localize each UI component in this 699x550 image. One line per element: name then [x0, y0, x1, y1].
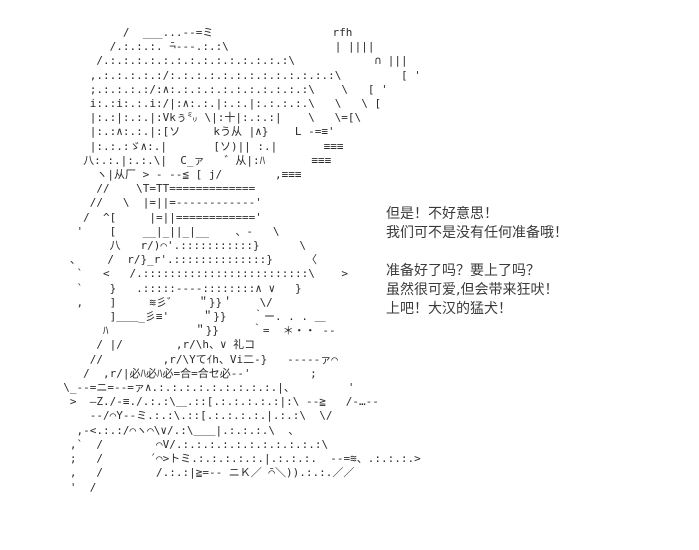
dialogue-text-block: 但是！不好意思！ 我们可不是没有任何准备哦！ 准备好了吗？要上了吗？ 虽然很可爱… — [386, 205, 568, 319]
dialogue-line-spacer — [386, 243, 568, 262]
ascii-art-character: / ___...--=ミ rfh /.:.:.:. ̄¬---.:.:\ | |… — [63, 26, 421, 494]
dialogue-line: 但是！不好意思！ — [386, 206, 498, 222]
dialogue-line: 上吧！大汉的猛犬！ — [386, 301, 512, 317]
dialogue-line: 准备好了吗？要上了吗？ — [386, 263, 540, 279]
dialogue-line: 我们可不是没有任何准备哦！ — [386, 225, 568, 241]
dialogue-line: 虽然很可爱,但会带来狂吠！ — [386, 282, 559, 298]
